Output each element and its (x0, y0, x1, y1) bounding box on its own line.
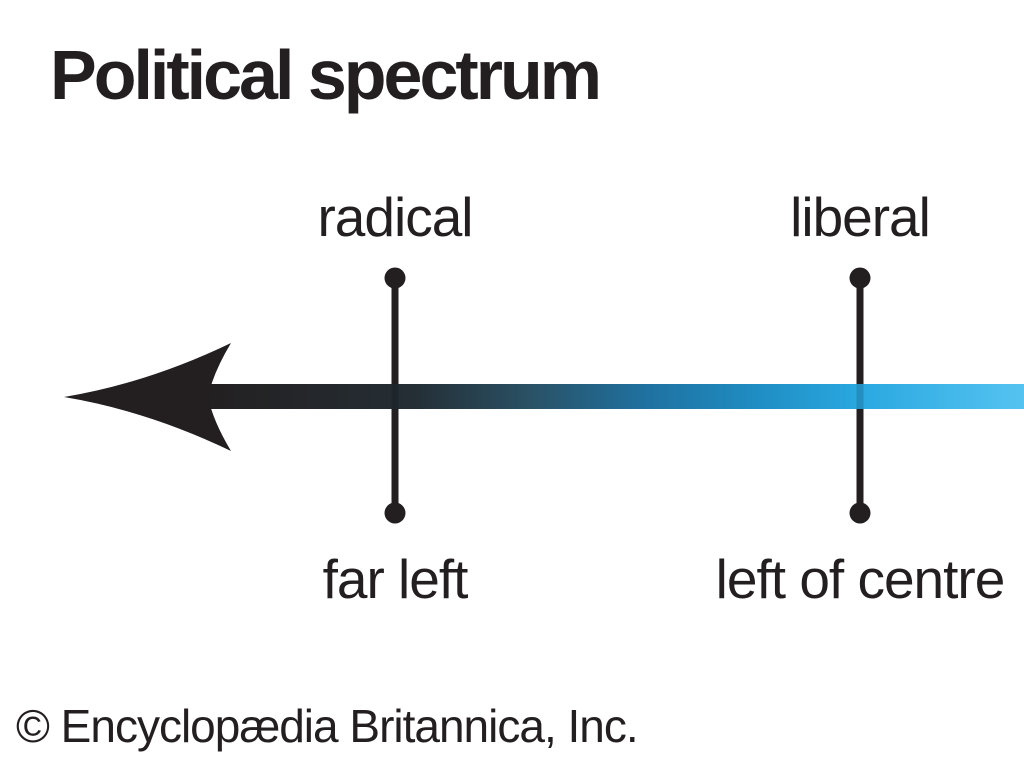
marker-dot-liberal-top (849, 267, 871, 289)
label-liberal: liberal (790, 186, 931, 248)
label-left-of-centre: left of centre (715, 548, 1006, 610)
marker-dot-radical-top (384, 267, 406, 289)
marker-dot-liberal-bottom (849, 502, 871, 524)
copyright-credit: © Encyclopædia Britannica, Inc. (16, 700, 639, 752)
page-title: Political spectrum (50, 36, 602, 114)
label-radical: radical (317, 186, 473, 248)
arrowhead-left-icon (64, 343, 231, 451)
tick-showthrough-liberal (856, 384, 864, 409)
label-far-left: far left (322, 548, 469, 610)
tick-showthrough-radical (391, 384, 399, 409)
marker-dot-radical-bottom (384, 502, 406, 524)
spectrum-shaft (203, 384, 1024, 409)
